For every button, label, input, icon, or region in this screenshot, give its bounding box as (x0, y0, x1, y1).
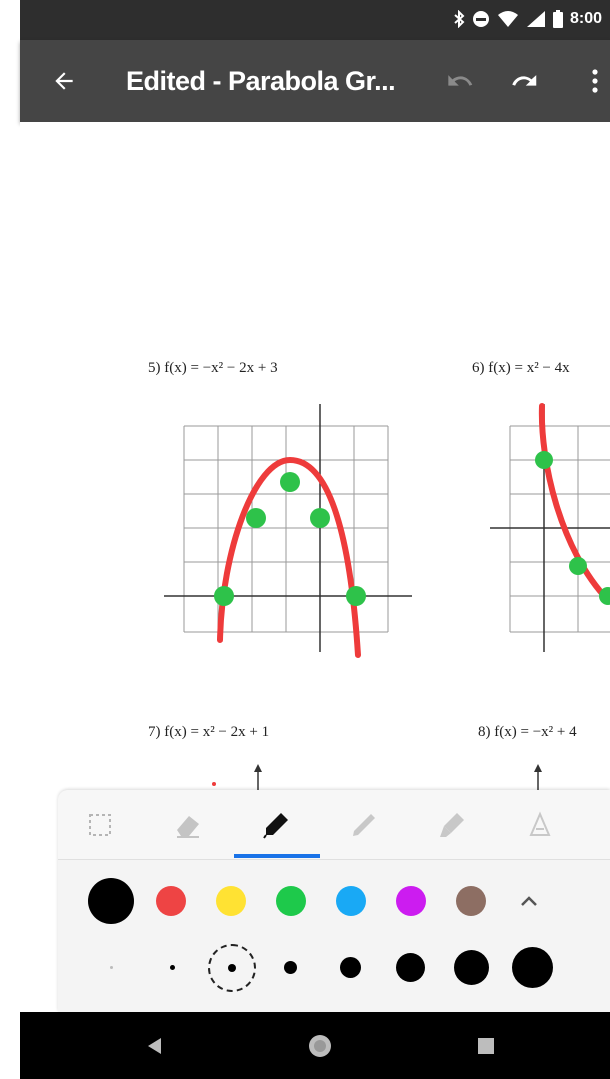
lasso-select-tool[interactable] (80, 805, 120, 845)
navigation-bar (20, 1012, 610, 1079)
expand-colors-button[interactable] (514, 886, 544, 916)
lasso-select-icon (89, 814, 111, 836)
graph-6 (490, 403, 610, 652)
status-icons: 8:00 (453, 10, 602, 28)
stroke-size-row (58, 932, 610, 1002)
color-row (58, 862, 610, 932)
highlighter-icon (440, 813, 464, 837)
nav-home-icon (309, 1035, 331, 1057)
stroke-size-5[interactable] (340, 957, 361, 978)
nav-home-button[interactable] (304, 1030, 336, 1062)
redo-button[interactable] (504, 61, 544, 101)
ruler-tool[interactable] (520, 805, 560, 845)
stroke-size-4[interactable] (284, 961, 297, 974)
arrow-back-icon (55, 72, 73, 90)
chevron-up-icon (521, 896, 537, 906)
eraser-icon (177, 816, 199, 838)
bluetooth-icon (454, 10, 465, 28)
pencil-tool[interactable] (344, 805, 384, 845)
app-bar: Edited - Parabola Gr... (20, 40, 610, 122)
signal-icon (526, 11, 545, 27)
graph-8-axis (534, 764, 542, 792)
problem-7-label: 7) f(x) = x² − 2x + 1 (148, 724, 270, 740)
stroke-size-6[interactable] (396, 953, 425, 982)
color-swatch-yellow[interactable] (216, 886, 246, 916)
nav-back-icon (148, 1038, 161, 1054)
color-swatch-purple[interactable] (396, 886, 426, 916)
do-not-disturb-icon (472, 11, 489, 27)
undo-button[interactable] (440, 61, 480, 101)
pen-tool[interactable] (256, 805, 296, 845)
stroke-size-2[interactable] (170, 965, 175, 970)
more-options-button[interactable] (580, 61, 610, 101)
back-button[interactable] (44, 61, 84, 101)
pen-icon (263, 813, 288, 839)
undo-icon (448, 75, 473, 86)
problem-6-label: 6) f(x) = x² − 4x (472, 360, 570, 376)
problem-5-label: 5) f(x) = −x² − 2x + 3 (148, 360, 278, 376)
graph-5 (164, 404, 412, 658)
stroke-size-8[interactable] (512, 947, 553, 988)
graph-7-axis (212, 764, 262, 792)
highlighter-tool[interactable] (432, 805, 472, 845)
problem-8-label: 8) f(x) = −x² + 4 (478, 724, 577, 740)
wifi-icon (497, 11, 518, 27)
color-swatch-black[interactable] (88, 878, 134, 924)
stroke-size-1[interactable] (110, 966, 113, 969)
status-time: 8:00 (569, 10, 602, 27)
stroke-size-3-selected[interactable] (208, 944, 256, 992)
color-swatch-red[interactable] (156, 886, 186, 916)
ruler-icon (529, 811, 551, 836)
document-title: Edited - Parabola Gr... (126, 66, 396, 96)
nav-recents-button[interactable] (470, 1030, 502, 1062)
battery-icon (552, 10, 563, 28)
redo-icon (512, 75, 537, 86)
color-swatch-green[interactable] (276, 886, 306, 916)
tool-row (58, 790, 610, 860)
color-swatch-brown[interactable] (456, 886, 486, 916)
selected-tool-indicator (234, 854, 320, 858)
ink-toolbar (58, 790, 610, 1012)
color-swatch-blue[interactable] (336, 886, 366, 916)
eraser-tool[interactable] (168, 805, 208, 845)
stroke-size-3-dot (228, 964, 236, 972)
pencil-icon (353, 814, 375, 836)
stroke-size-7[interactable] (454, 950, 489, 985)
more-vert-icon (592, 69, 598, 93)
nav-back-button[interactable] (138, 1030, 170, 1062)
status-bar: 8:00 (20, 0, 610, 40)
nav-recents-icon (478, 1038, 494, 1054)
